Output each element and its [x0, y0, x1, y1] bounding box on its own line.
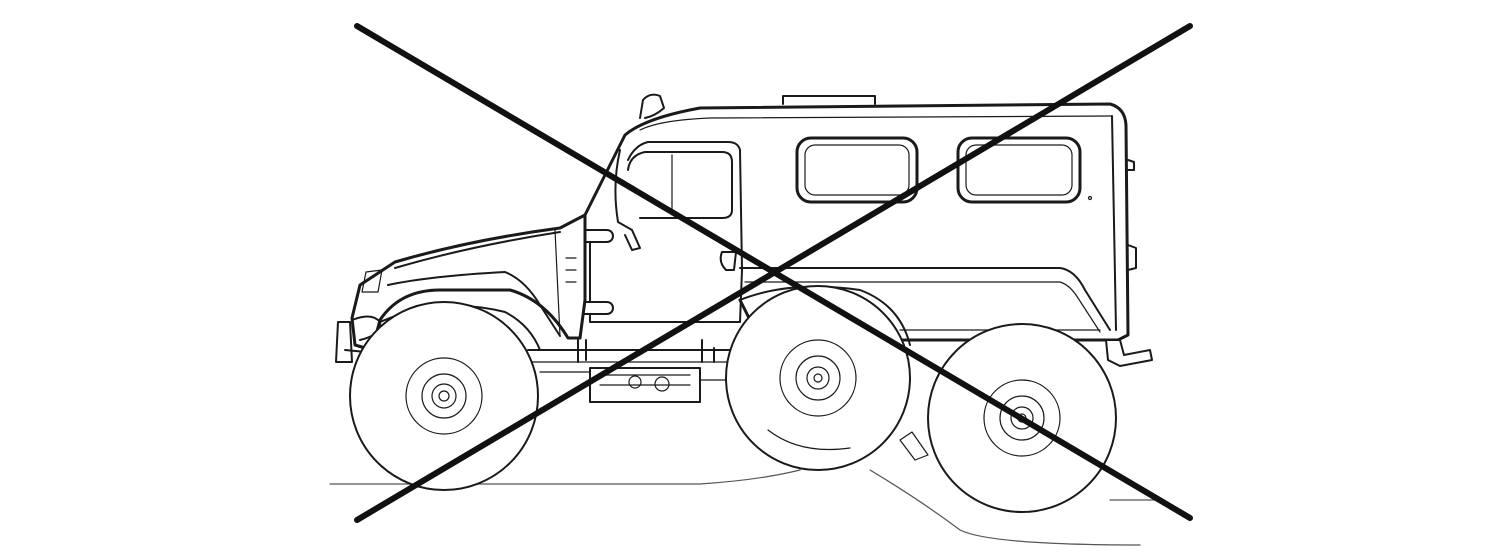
middle-wheel: [725, 285, 911, 471]
front-wheel: [349, 301, 541, 491]
cross-mark: [354, 23, 1193, 523]
vehicle-chassis: [527, 339, 1153, 461]
ground-line: [329, 469, 1161, 546]
